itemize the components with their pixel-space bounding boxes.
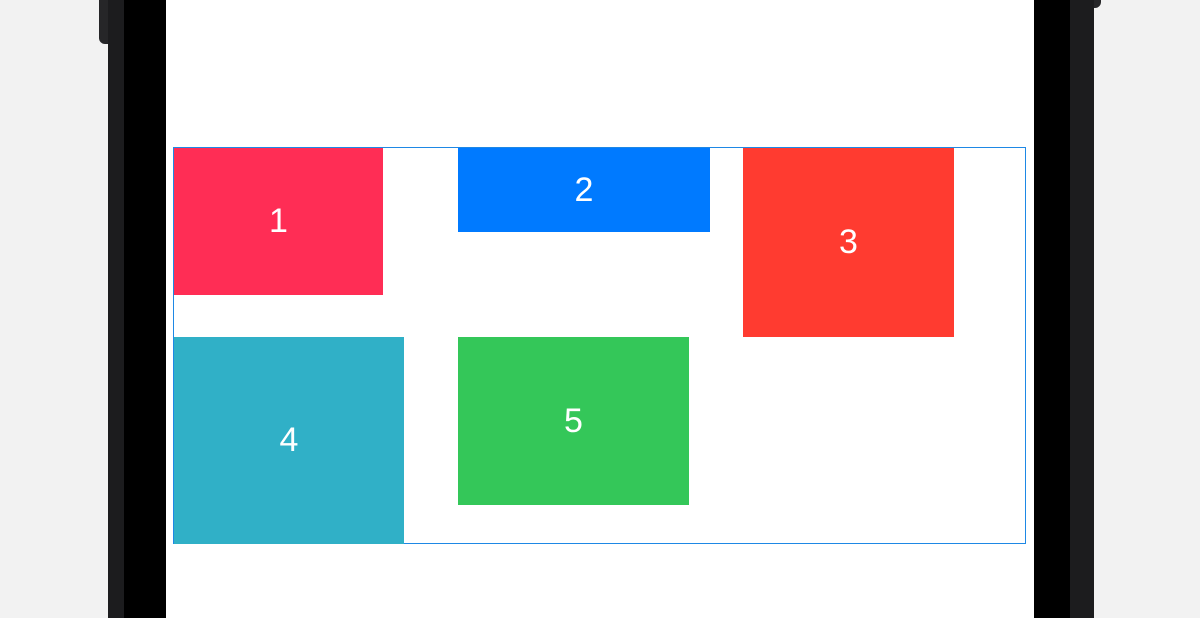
tile-4-label: 4 <box>279 421 299 459</box>
tile-1[interactable]: 1 <box>174 148 383 295</box>
tile-5-label: 5 <box>564 401 583 440</box>
tile-3[interactable]: 3 <box>743 148 954 337</box>
tile-2-label: 2 <box>574 170 594 209</box>
tile-grid-container: 1 2 3 4 5 <box>173 147 1026 544</box>
phone-side-button-right <box>1091 0 1101 8</box>
tile-4[interactable]: 4 <box>174 337 404 544</box>
phone-screen: 1 2 3 4 5 <box>166 0 1034 618</box>
tile-3-label: 3 <box>839 223 858 261</box>
tile-1-label: 1 <box>269 202 288 240</box>
tile-5[interactable]: 5 <box>458 337 689 505</box>
tile-2[interactable]: 2 <box>458 148 710 232</box>
